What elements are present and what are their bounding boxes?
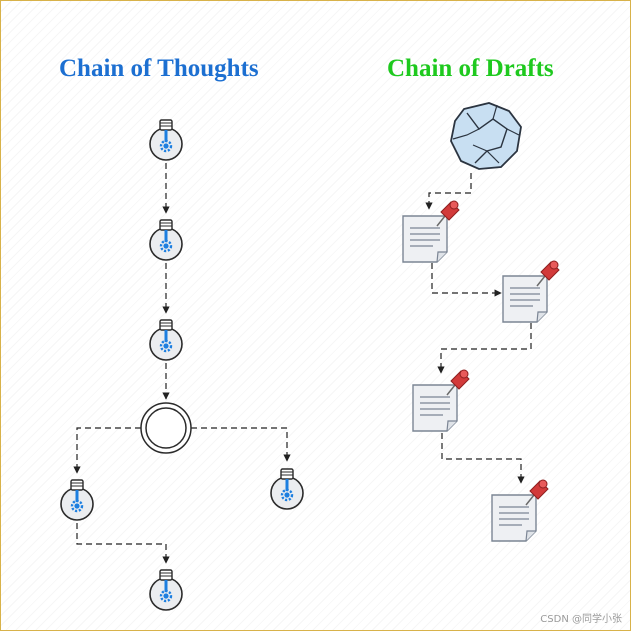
cot-connectors — [73, 163, 291, 564]
cot-bulb-branch-right-icon — [269, 467, 305, 511]
watermark: CSDN @同学小张 — [540, 614, 622, 625]
chain-of-thoughts-title: Chain of Thoughts — [59, 55, 259, 82]
cot-bulb-1-icon — [148, 118, 184, 162]
cod-connectors — [425, 173, 532, 484]
cod-draft-3-icon — [412, 369, 470, 432]
cot-bulb-final-icon — [148, 568, 184, 612]
cod-draft-1-icon — [402, 200, 460, 263]
cod-draft-4-icon — [491, 479, 549, 542]
circle-junction-icon — [140, 402, 192, 454]
cot-bulb-2-icon — [148, 218, 184, 262]
chain-of-drafts-title: Chain of Drafts — [387, 55, 554, 82]
cot-bulb-branch-left-icon — [59, 478, 95, 522]
cod-draft-2-icon — [502, 260, 560, 323]
crumpled-paper-icon — [450, 102, 522, 170]
cot-bulb-3-icon — [148, 318, 184, 362]
